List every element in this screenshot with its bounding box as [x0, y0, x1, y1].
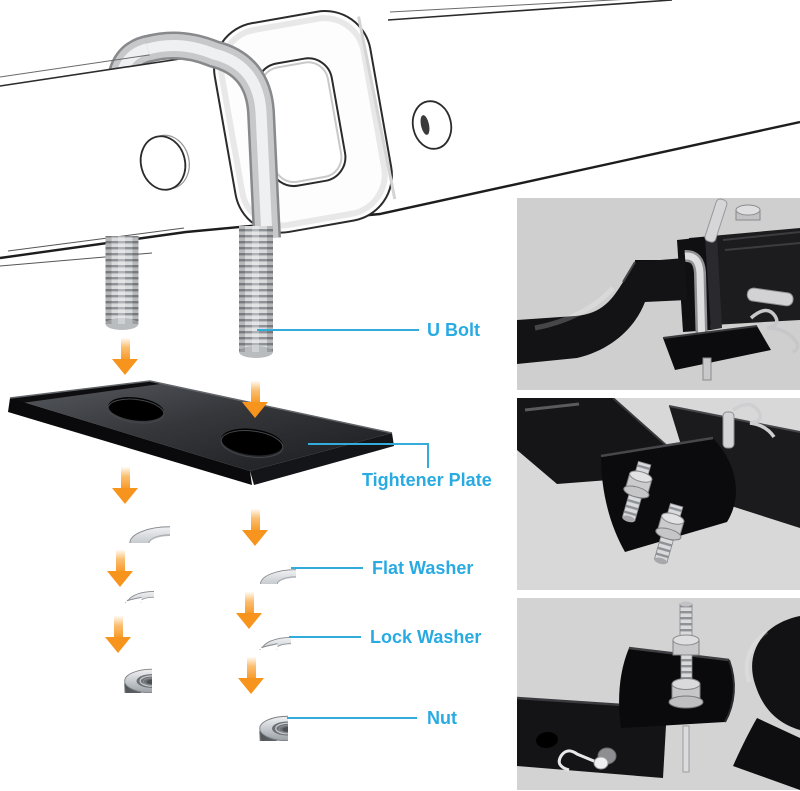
down-arrow-icon: [242, 509, 268, 546]
leader-line-u-bolt: [257, 329, 419, 331]
tightener-plate-art: [8, 380, 394, 485]
installation-photo-under-view: [517, 398, 800, 590]
down-arrow-icon: [238, 657, 264, 694]
label-lock-washer: Lock Washer: [370, 627, 482, 647]
leader-line-lock-washer: [289, 636, 361, 638]
label-flat-washer: Flat Washer: [372, 558, 474, 578]
label-tightener-plate: Tightener Plate: [362, 470, 492, 490]
leader-line-tightener-plate: [308, 443, 429, 468]
down-arrow-icon: [236, 592, 262, 629]
down-arrow-icon: [112, 467, 138, 504]
hitch-receiver-ubolt-art: [0, 0, 800, 358]
flat-washer-left: [84, 501, 170, 543]
down-arrow-icon: [112, 338, 138, 375]
u-bolt-thread-right: [239, 226, 273, 358]
installation-photo-side-view: [517, 198, 800, 390]
flat-washer-right: [220, 547, 296, 584]
down-arrow-icon: [242, 381, 268, 418]
leader-line-flat-washer: [291, 567, 363, 569]
label-nut: Nut: [427, 708, 457, 728]
down-arrow-icon: [105, 616, 131, 653]
leader-line-nut: [287, 717, 417, 719]
u-bolt-thread-left: [105, 236, 139, 330]
label-u-bolt: U Bolt: [427, 320, 480, 340]
down-arrow-icon: [107, 550, 133, 587]
installation-photo-top-view: [517, 598, 800, 790]
